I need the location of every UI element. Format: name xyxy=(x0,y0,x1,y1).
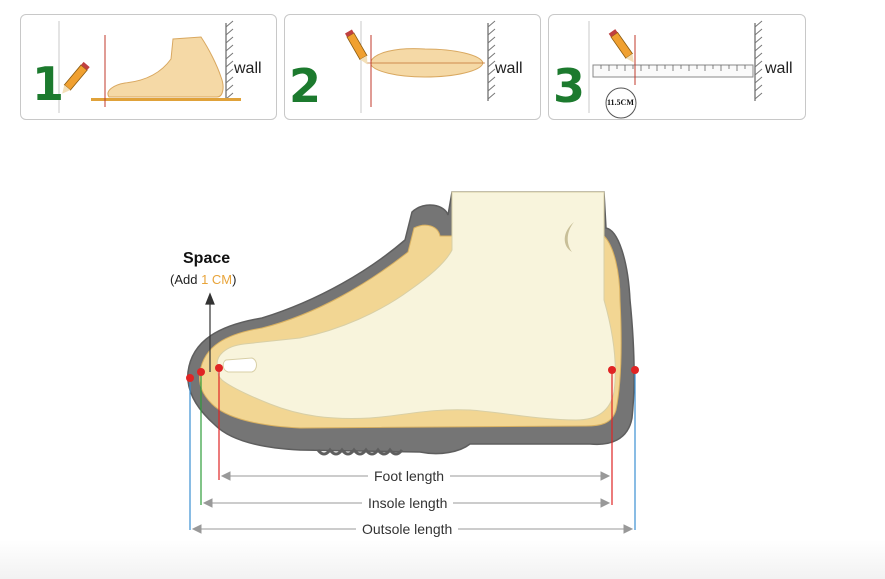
step-panel-1: 1 wall xyxy=(20,14,277,120)
step-3-number: 3 xyxy=(553,59,586,113)
wall-hatch-icon xyxy=(225,20,234,101)
wall-hatch-icon xyxy=(754,20,763,101)
wall-hatch-icon xyxy=(487,20,496,101)
shoe-cross-section xyxy=(186,191,639,534)
step-2-wall-label: wall xyxy=(495,60,523,77)
step-panel-2: 2 wall xyxy=(284,14,541,120)
space-note-suffix: ) xyxy=(232,272,237,287)
bottom-fade xyxy=(0,540,885,579)
pencil-icon xyxy=(345,29,368,65)
marker-outsole-right xyxy=(631,366,639,374)
insole-length-label: Insole length xyxy=(362,495,454,511)
marker-outsole-left xyxy=(186,374,194,382)
ankle-bone xyxy=(564,222,574,252)
space-title: Space xyxy=(183,250,231,267)
ruler-icon xyxy=(592,64,754,78)
step-2-number: 2 xyxy=(289,59,322,113)
step-2-illustration xyxy=(345,20,496,113)
step-3-illustration xyxy=(588,20,763,119)
marker-insole-left xyxy=(197,368,205,376)
step-panel-3: 3 wall 11.5CM xyxy=(548,14,806,120)
step-3-wall-label: wall xyxy=(765,60,793,77)
marker-foot-right xyxy=(608,366,616,374)
foot-side-view xyxy=(107,36,224,98)
foot-outline xyxy=(216,191,616,421)
up-arrow-icon xyxy=(205,292,215,372)
space-note-prefix: (Add xyxy=(170,272,202,287)
shoe-tread xyxy=(316,447,404,456)
pencil-icon xyxy=(62,61,90,94)
toe-nail xyxy=(222,357,257,373)
step-1-wall-label: wall xyxy=(234,60,262,77)
step-1-illustration xyxy=(58,20,241,113)
step-1-number: 1 xyxy=(32,57,65,111)
space-note: (Add 1 CM) xyxy=(170,273,236,286)
measure-circle xyxy=(605,87,637,119)
step-3-measure-label: 11.5CM xyxy=(607,98,634,107)
foot-length-label: Foot length xyxy=(368,468,451,484)
space-note-value: 1 CM xyxy=(201,272,233,287)
marker-foot-left xyxy=(215,364,223,372)
pencil-icon xyxy=(608,29,634,63)
paper-strip xyxy=(91,98,241,101)
outsole-length-label: Outsole length xyxy=(356,521,459,537)
